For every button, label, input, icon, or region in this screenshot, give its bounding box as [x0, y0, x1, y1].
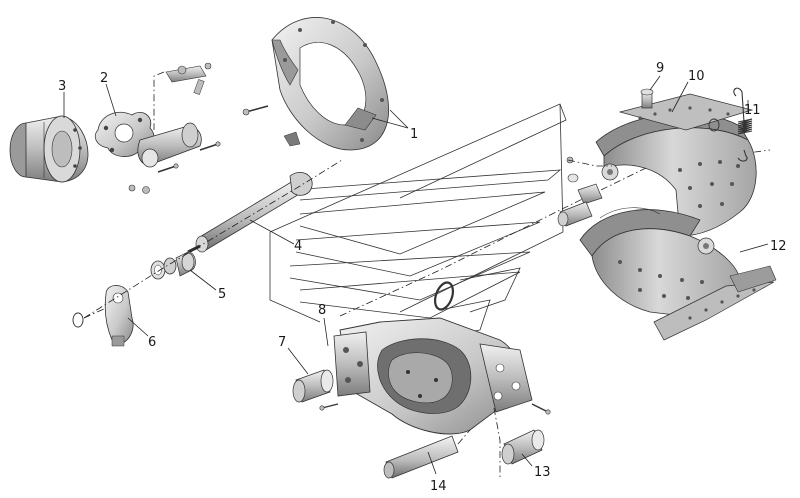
- air-fitting: [165, 62, 212, 95]
- part-10-upper-brake-shoe: [595, 93, 757, 243]
- label-2: 2: [100, 71, 108, 86]
- part-3-brake-chamber: [9, 115, 89, 183]
- label-5: 5: [218, 287, 226, 302]
- part-14-anchor-pin: [383, 435, 459, 479]
- part-5-camshaft-bushing: [150, 251, 196, 280]
- label-9: 9: [656, 61, 664, 76]
- label-10: 10: [688, 69, 705, 84]
- part-4-camshaft: [187, 172, 313, 254]
- part-1-backing-plate: [242, 17, 389, 151]
- part-7-anchor-bushing: [292, 369, 334, 403]
- part-2-chamber-bracket: [94, 111, 221, 194]
- label-6: 6: [148, 335, 156, 350]
- part-6-slack-adjuster: [72, 285, 134, 347]
- brake-spider-housing: [319, 281, 551, 435]
- label-7: 7: [278, 335, 286, 350]
- part-9-pin: [640, 88, 654, 109]
- chevron-frame: [269, 103, 567, 337]
- label-3: 3: [58, 79, 66, 94]
- plate-bolt: [242, 105, 269, 116]
- label-13: 13: [534, 465, 551, 480]
- part-12-lower-brake-shoe: [579, 207, 777, 341]
- label-14: 14: [430, 479, 447, 494]
- label-11: 11: [744, 103, 761, 118]
- label-4: 4: [294, 239, 302, 254]
- label-1: 1: [410, 127, 418, 142]
- label-8: 8: [318, 303, 326, 318]
- roller-pins: [557, 156, 603, 227]
- part-11-return-spring: [733, 87, 753, 162]
- label-12: 12: [770, 239, 787, 254]
- part-13-bushing: [501, 429, 545, 465]
